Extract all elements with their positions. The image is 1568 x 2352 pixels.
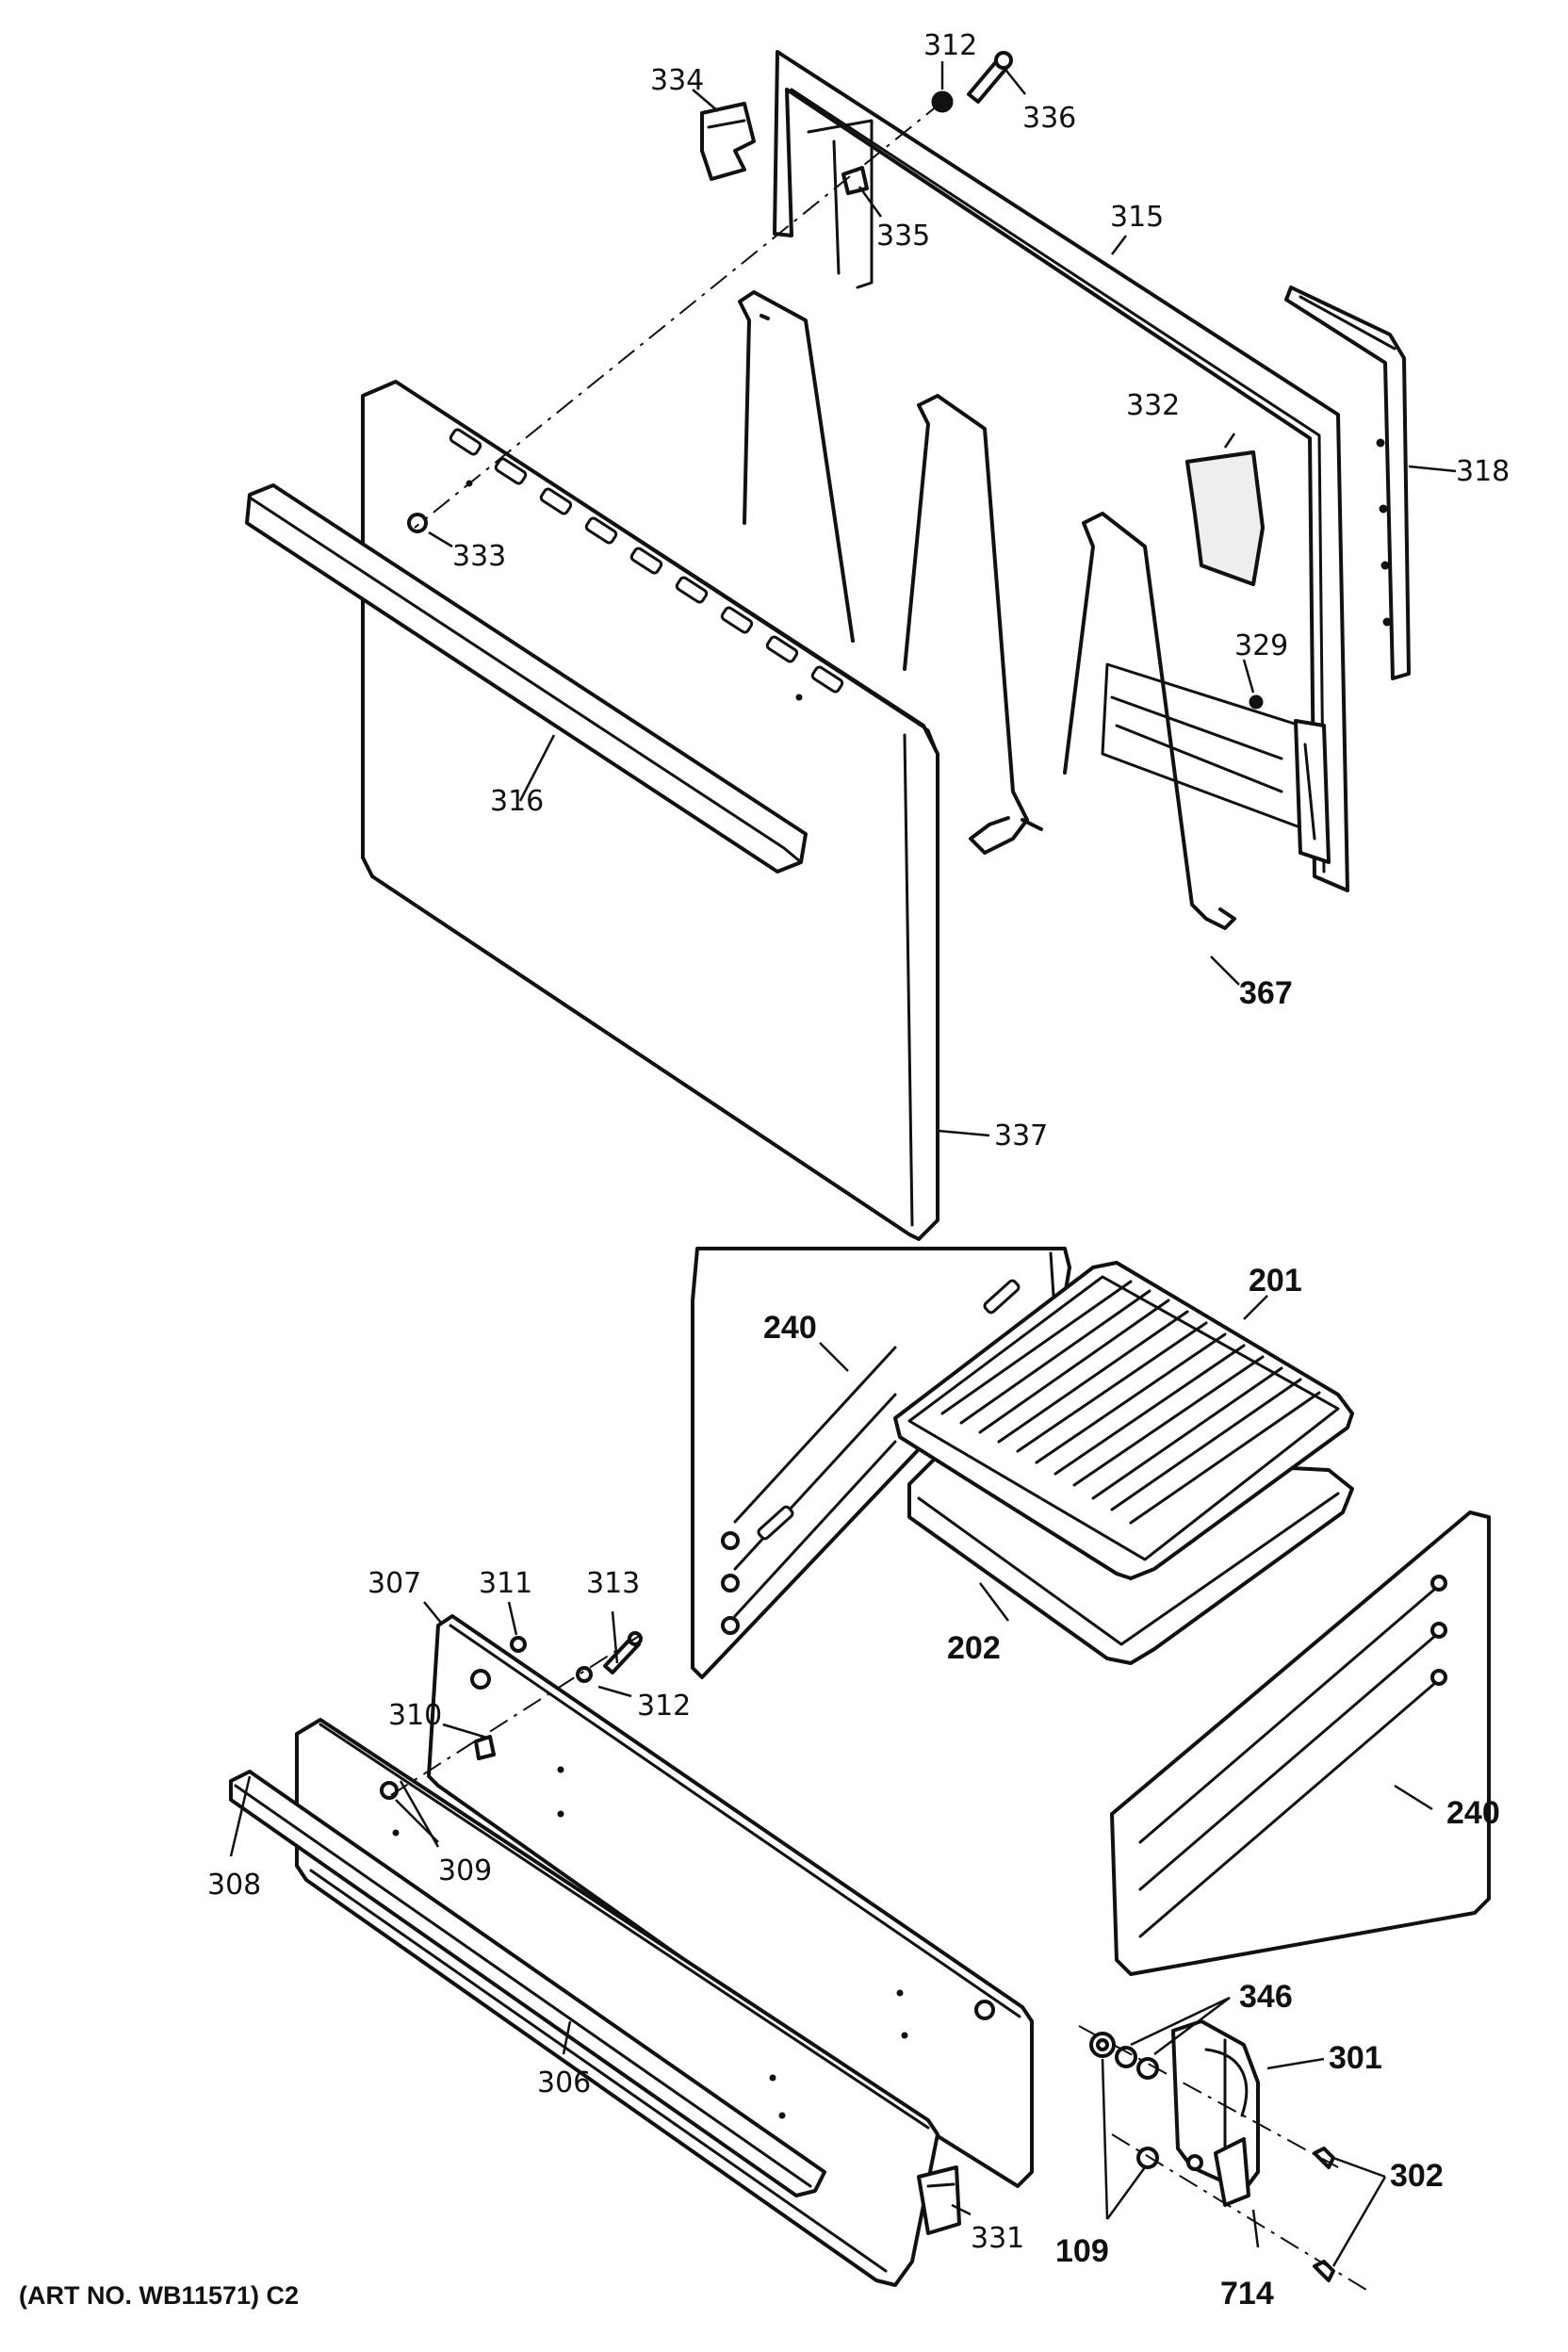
drawer-liner-307	[427, 1614, 1034, 2188]
outer-door-panel-337	[361, 380, 939, 1241]
callout-307: 307	[368, 1567, 421, 1600]
callout-302: 302	[1390, 2158, 1444, 2194]
door-plug-333	[407, 513, 428, 533]
broiler-side-rail-240-right	[1110, 1511, 1491, 1976]
drawer-roller-310	[474, 1735, 496, 1760]
callout-312-bottom: 312	[637, 1690, 691, 1723]
alignment-line-top	[414, 101, 943, 529]
hinge-assembly-301	[1089, 2019, 1335, 2282]
callout-346: 346	[1239, 1979, 1293, 2015]
callout-315: 315	[1110, 201, 1164, 234]
callout-331: 331	[971, 2222, 1024, 2255]
drawer-handle-308	[229, 1770, 826, 2197]
callout-311: 311	[479, 1567, 532, 1600]
alignment-line-hinge-2	[1111, 2133, 1367, 2291]
callout-labels: 334 312 336 335 315 332 318 333 316 329 …	[207, 29, 1510, 2311]
callout-318: 318	[1456, 455, 1510, 488]
callout-240-left: 240	[763, 1310, 817, 1346]
broiler-grid-201	[893, 1261, 1354, 1580]
callout-367: 367	[1239, 975, 1293, 1011]
leader-lines	[229, 61, 1457, 2267]
callout-337: 337	[994, 1119, 1048, 1152]
callout-334: 334	[650, 64, 704, 97]
door-bracket-334	[700, 102, 756, 181]
callout-240-right: 240	[1446, 1795, 1500, 1831]
callout-109: 109	[1055, 2233, 1109, 2269]
callout-308: 308	[207, 1869, 261, 1902]
alignment-line-hinge-1	[1078, 2025, 1339, 2168]
callout-333: 333	[452, 540, 506, 573]
callout-313: 313	[586, 1567, 640, 1600]
callout-312-top: 312	[923, 29, 977, 62]
callout-310: 310	[388, 1699, 442, 1732]
door-handle-316	[245, 483, 808, 874]
hinge-pin-335	[841, 166, 869, 195]
callout-201: 201	[1249, 1263, 1302, 1298]
callout-309: 309	[438, 1854, 492, 1887]
art-number-caption: (ART NO. WB11571) C2	[19, 2281, 299, 2310]
alignment-line-drawer	[390, 1634, 642, 1796]
door-side-trim-318	[1284, 286, 1411, 680]
callout-306: 306	[537, 2066, 591, 2099]
callout-316: 316	[490, 785, 544, 818]
callout-332: 332	[1126, 389, 1180, 422]
callout-301: 301	[1329, 2040, 1382, 2076]
callout-202: 202	[947, 1630, 1001, 1666]
drawer-glide-331	[917, 2165, 961, 2235]
callout-714: 714	[1220, 2276, 1274, 2311]
door-inner-liner-315	[773, 50, 1349, 892]
callout-336: 336	[1022, 102, 1076, 135]
oven-wire-rack-367	[738, 290, 1236, 930]
callout-335: 335	[876, 220, 930, 253]
callout-329: 329	[1234, 629, 1288, 662]
